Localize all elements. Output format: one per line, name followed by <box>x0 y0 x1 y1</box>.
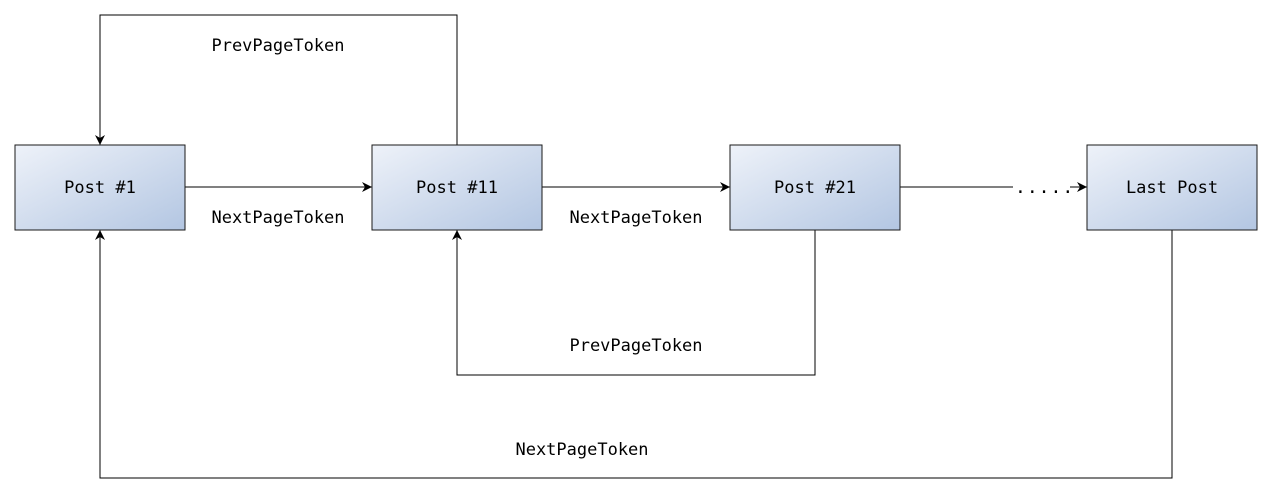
nodes: Post #1 Post #11 Post #21 Last Post <box>14 144 1258 231</box>
edge-post11-to-post21: NextPageToken <box>542 182 730 228</box>
edge-last-to-post1: NextPageToken <box>95 230 1173 479</box>
node-post-1: Post #1 <box>14 144 186 231</box>
edge-label: NextPageToken <box>515 440 648 460</box>
edge-post21-to-last: ..... <box>900 177 1087 198</box>
node-post-21: Post #21 <box>729 144 901 231</box>
node-last-post: Last Post <box>1086 144 1258 231</box>
edge-label: PrevPageToken <box>211 36 344 56</box>
node-label: Post #11 <box>416 178 498 198</box>
node-label: Post #1 <box>64 178 136 198</box>
edge-label: NextPageToken <box>569 208 702 228</box>
ellipsis: ..... <box>1015 177 1074 198</box>
node-post-11: Post #11 <box>371 144 543 231</box>
edge-post1-to-post11: NextPageToken <box>185 182 372 228</box>
node-label: Post #21 <box>774 178 856 198</box>
edge-label: NextPageToken <box>211 208 344 228</box>
edge-post11-to-post1: PrevPageToken <box>95 14 458 145</box>
edge-label: PrevPageToken <box>569 336 702 356</box>
node-label: Last Post <box>1126 178 1218 198</box>
edge-post21-to-post11: PrevPageToken <box>452 230 816 376</box>
edges: NextPageToken NextPageToken ..... PrevPa… <box>95 14 1173 479</box>
